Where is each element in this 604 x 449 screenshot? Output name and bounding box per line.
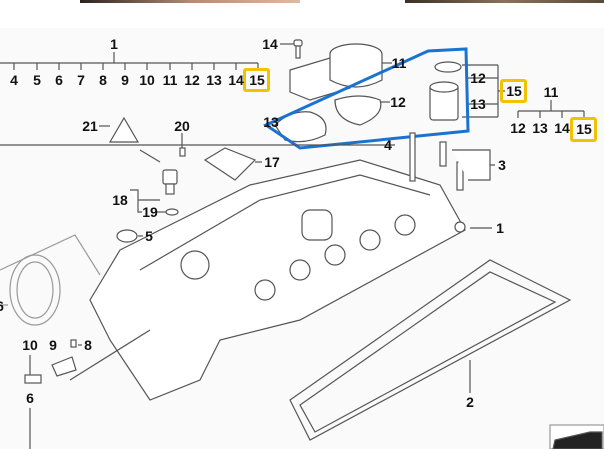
highlight-outline — [262, 47, 470, 150]
callout-1-top[interactable]: 1 — [110, 36, 118, 52]
callout-18[interactable]: 18 — [112, 192, 128, 208]
valve-cover-part — [89, 159, 492, 401]
callout-13-right[interactable]: 13 — [470, 96, 486, 112]
warning-label-part — [99, 116, 140, 143]
arrow-flag-icon — [549, 424, 604, 449]
callout-3[interactable]: 3 — [498, 157, 506, 173]
bolt-part — [280, 39, 303, 59]
throttle-body-part — [0, 234, 101, 326]
bracket-group-11 — [517, 100, 585, 118]
oil-cap-part — [203, 147, 262, 181]
callout-5[interactable]: 5 — [33, 72, 41, 88]
clip-bracket-parts — [24, 329, 151, 449]
callout-12[interactable]: 12 — [184, 72, 200, 88]
gasket-part — [289, 259, 572, 441]
callout-8[interactable]: 8 — [99, 72, 107, 88]
callout-15-right-highlighted[interactable]: 15 — [576, 121, 592, 137]
callout-7[interactable]: 7 — [77, 72, 85, 88]
top-photo-strip-left — [80, 0, 300, 3]
callout-10-clip[interactable]: 10 — [22, 337, 38, 353]
callout-14[interactable]: 14 — [228, 72, 244, 88]
callout-13-gasket[interactable]: 13 — [263, 114, 279, 130]
highlight-box-15-middle — [500, 79, 527, 103]
callout-15-highlighted[interactable]: 15 — [249, 72, 265, 88]
top-photo-strip-right — [405, 0, 604, 3]
callout-9-bracket[interactable]: 9 — [49, 337, 57, 353]
callout-14-bolt[interactable]: 14 — [262, 36, 278, 52]
callout-6[interactable]: 6 — [55, 72, 63, 88]
callout-2[interactable]: 2 — [466, 394, 474, 410]
callout-11-housing[interactable]: 11 — [391, 55, 407, 71]
callout-12-gasket[interactable]: 12 — [390, 94, 406, 110]
callout-6-pipe[interactable]: 6 — [26, 390, 34, 406]
callout-10[interactable]: 10 — [139, 72, 155, 88]
callout-13[interactable]: 13 — [206, 72, 222, 88]
callout-12-tree[interactable]: 12 — [510, 120, 526, 136]
callout-5-plug[interactable]: 5 — [145, 228, 153, 244]
filter-housing-part — [274, 43, 462, 143]
callout-14-tree[interactable]: 14 — [554, 120, 570, 136]
sensor-part — [116, 133, 186, 243]
bolts-part — [0, 132, 495, 191]
callout-21[interactable]: 21 — [82, 118, 98, 134]
callout-17[interactable]: 17 — [264, 154, 280, 170]
callout-11[interactable]: 11 — [162, 72, 178, 88]
callout-12-right[interactable]: 12 — [470, 70, 486, 86]
callout-1-cover[interactable]: 1 — [496, 220, 504, 236]
highlight-box-15-left — [243, 68, 270, 92]
callout-4-glow-plug[interactable]: 4 — [384, 137, 392, 153]
callout-19[interactable]: 19 — [142, 204, 158, 220]
callout-6-edge[interactable]: 6 — [0, 299, 4, 313]
callout-15-middle-highlighted[interactable]: 15 — [506, 83, 522, 99]
callout-20[interactable]: 20 — [174, 118, 190, 134]
callout-4[interactable]: 4 — [10, 72, 18, 88]
bracket-group-1 — [0, 52, 259, 70]
callout-13-tree[interactable]: 13 — [532, 120, 548, 136]
callout-9[interactable]: 9 — [121, 72, 129, 88]
callout-11-tree[interactable]: 11 — [543, 84, 559, 100]
callout-8-screw[interactable]: 8 — [84, 337, 92, 353]
highlight-box-15-right — [570, 117, 597, 142]
